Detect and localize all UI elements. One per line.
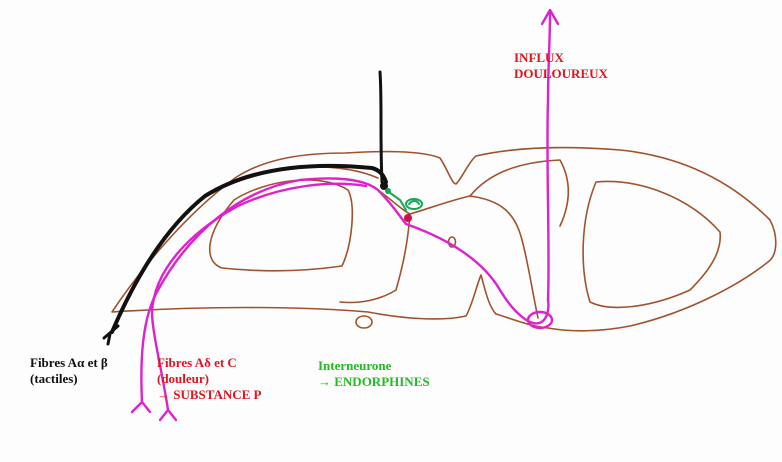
label-fibres-tactiles: Fibres Aα et β (tactiles) [30,355,108,387]
tactile-fibre-ending [104,326,118,344]
nerve-ending-icon [132,402,150,412]
label-endorphines: → ENDORPHINES [318,374,430,390]
projection-neuron-body [528,312,552,328]
interneurone-synapse [385,188,391,194]
label-fibres-douleur: Fibres Aδ et C (douleur) → SUBSTANCE P [157,355,262,403]
label-influx-line2: DOULOUREUX [514,66,608,82]
label-influx-line1: INFLUX [514,50,608,66]
label-fibres-douleur-line2: (douleur) [157,371,262,387]
tactile-fibre-ascending [380,72,382,182]
label-fibres-tactiles-line2: (tactiles) [30,371,108,387]
pain-fibre-to-projection [406,224,548,323]
pain-synapse [404,214,412,222]
label-influx-douloureux: INFLUX DOULOUREUX [514,50,608,82]
label-interneurone: Interneurone → ENDORPHINES [318,358,430,390]
ventral-blob [356,316,372,328]
nerve-ending-icon-2 [160,410,176,420]
label-interneurone-line1: Interneurone [318,358,430,374]
right-dorsal-horn [470,160,568,226]
label-fibres-douleur-line1: Fibres Aδ et C [157,355,262,371]
interneurone-inner [409,201,419,204]
right-lateral-block [583,181,720,307]
label-substance-p: → SUBSTANCE P [157,387,262,403]
label-fibres-tactiles-line1: Fibres Aα et β [30,355,108,371]
left-lateral-block [210,180,353,271]
grey-matter-outline [340,190,538,318]
